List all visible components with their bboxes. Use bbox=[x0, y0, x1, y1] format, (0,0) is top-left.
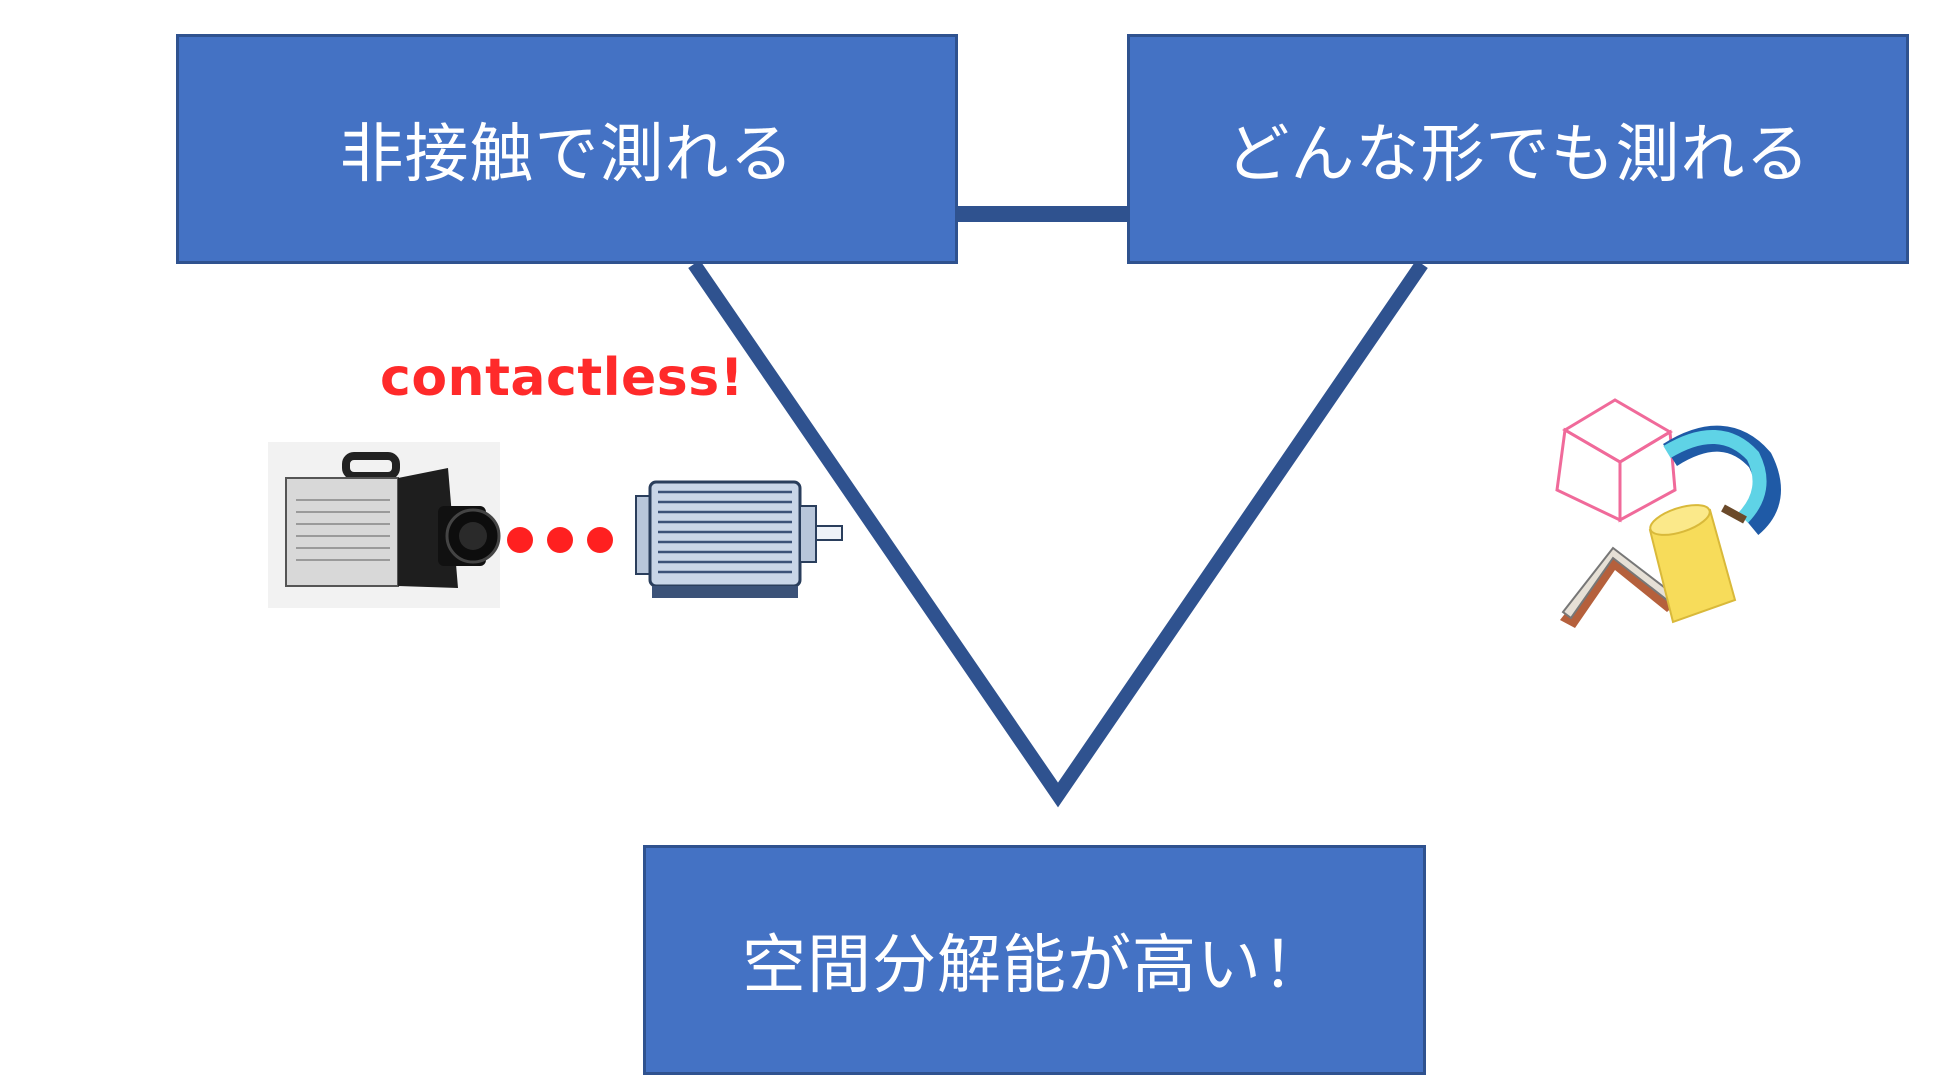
feature-box-spatial-resolution: 空間分解能が高い！ bbox=[643, 845, 1426, 1075]
feature-label-contactless: 非接触で測れる bbox=[339, 118, 795, 192]
dotted-connection-icon bbox=[507, 527, 613, 553]
electric-motor-icon bbox=[635, 480, 843, 598]
feature-label-spatial-resolution: 空間分解能が高い！ bbox=[742, 929, 1327, 1003]
3d-shapes-icon bbox=[1555, 398, 1781, 628]
feature-box-any-shape: どんな形でも測れる bbox=[1127, 34, 1909, 264]
high-speed-camera-icon bbox=[268, 442, 501, 608]
feature-box-contactless: 非接触で測れる bbox=[176, 34, 958, 264]
contactless-annotation: contactless! bbox=[380, 348, 744, 408]
feature-label-any-shape: どんな形でも測れる bbox=[1225, 118, 1811, 192]
connector-v bbox=[688, 260, 1428, 808]
